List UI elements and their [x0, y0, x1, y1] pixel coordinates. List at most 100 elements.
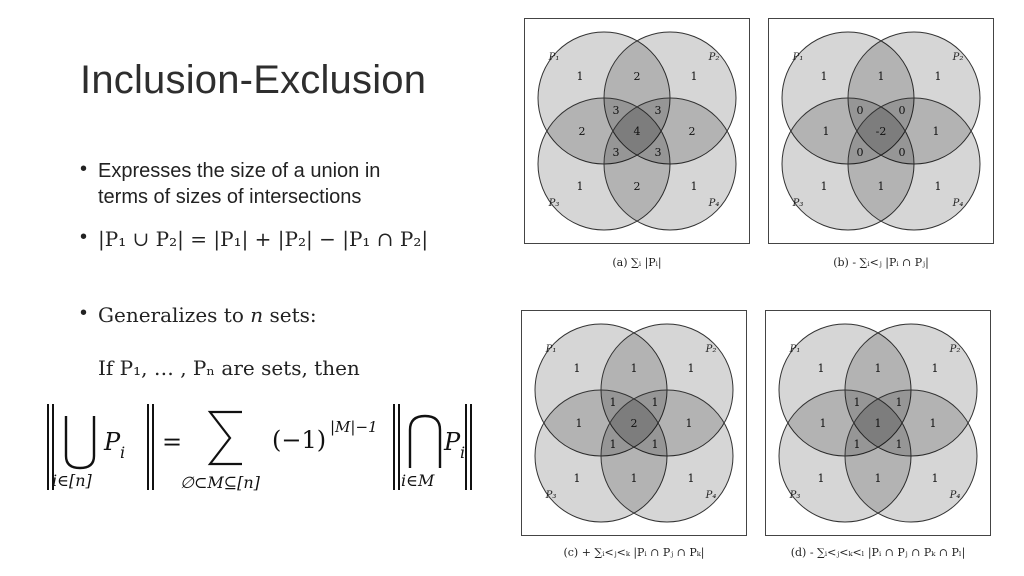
region-count: 1: [686, 417, 693, 430]
bullet-dot: •: [80, 302, 88, 324]
set-label: P₃: [789, 490, 801, 501]
intersection-subscript: i∈M: [401, 471, 435, 490]
sign-term: (−1): [272, 426, 326, 454]
region-count: 1: [691, 70, 698, 83]
region-count: 2: [634, 180, 641, 193]
generalizes-suffix: sets:: [263, 303, 317, 327]
region-count: 2: [631, 417, 638, 430]
panel-frame: [765, 310, 991, 536]
bullet-two-set-formula: • |P₁ ∪ P₂| = |P₁| + |P₂| − |P₁ ∩ P₂|: [80, 226, 428, 252]
region-count: 1: [631, 362, 638, 375]
set-label: P₁: [545, 344, 557, 355]
set-circle: [600, 389, 734, 523]
region-count: 3: [613, 104, 620, 117]
big-sum-symbol: [207, 410, 242, 466]
region-count: 2: [634, 70, 641, 83]
region-count: 1: [854, 438, 861, 451]
region-count: 1: [935, 180, 942, 193]
region-count: 1: [576, 417, 583, 430]
region-count: 1: [878, 180, 885, 193]
region-count: 1: [933, 125, 940, 138]
region-count: 1: [652, 438, 659, 451]
inclusion-exclusion-formula: i∈[n] P i = ∅⊂M⊆[n] (−1) |M|−1 i∈M P i: [47, 404, 472, 492]
caption-d: (d) - ∑ᵢ<ⱼ<ₖ<ₗ |Pᵢ ∩ Pⱼ ∩ Pₖ ∩ Pₗ|: [790, 546, 966, 559]
region-count: 1: [935, 70, 942, 83]
caption-c: (c) + ∑ᵢ<ⱼ<ₖ |Pᵢ ∩ Pⱼ ∩ Pₖ|: [563, 546, 705, 559]
panel-frame: [768, 18, 994, 244]
region-count: 0: [857, 146, 864, 159]
region-count: 1: [574, 472, 581, 485]
set-label: P₂: [949, 344, 961, 355]
equals-sign: =: [162, 428, 182, 456]
region-count: -2: [876, 125, 887, 138]
intersection-term-subscript: i: [460, 443, 465, 462]
region-count: 4: [634, 125, 641, 138]
set-label: P₂: [705, 344, 717, 355]
if-sets-line: If P₁, … , Pₙ are sets, then: [98, 356, 360, 380]
sign-exponent: |M|−1: [330, 418, 378, 436]
generalizes-prefix: Generalizes to: [98, 303, 251, 327]
union-term: P: [103, 428, 121, 456]
region-count: 1: [610, 438, 617, 451]
region-count: 1: [932, 472, 939, 485]
region-count: 1: [821, 70, 828, 83]
bullet-generalizes: • Generalizes to n sets:: [80, 302, 317, 328]
set-label: P₂: [708, 52, 720, 63]
sum-subscript: ∅⊂M⊆[n]: [180, 473, 261, 492]
bullet-line: Expresses the size of a union in: [98, 160, 381, 182]
region-count: 1: [652, 396, 659, 409]
set-label: P₂: [952, 52, 964, 63]
region-count: 1: [610, 396, 617, 409]
set-label: P₁: [548, 52, 560, 63]
two-set-formula: |P₁ ∪ P₂| = |P₁| + |P₂| − |P₁ ∩ P₂|: [98, 227, 429, 251]
region-count: 1: [820, 417, 827, 430]
region-count: 1: [823, 125, 830, 138]
region-count: 1: [878, 70, 885, 83]
set-label: P₄: [705, 490, 717, 501]
union-subscript: i∈[n]: [52, 471, 93, 490]
set-circle: [844, 389, 978, 523]
region-count: 1: [577, 70, 584, 83]
region-count: 1: [854, 396, 861, 409]
region-count: 1: [691, 180, 698, 193]
set-label: P₄: [952, 198, 964, 209]
intersection-term: P: [443, 428, 461, 456]
region-count: 1: [930, 417, 937, 430]
bullet-dot: •: [80, 226, 88, 248]
set-label: P₄: [949, 490, 961, 501]
region-count: 1: [875, 362, 882, 375]
region-count: 1: [821, 180, 828, 193]
region-count: 1: [818, 472, 825, 485]
set-label: P₃: [545, 490, 557, 501]
region-count: 1: [574, 362, 581, 375]
region-count: 2: [579, 125, 586, 138]
region-count: 1: [818, 362, 825, 375]
union-term-subscript: i: [120, 443, 125, 462]
region-count: 1: [688, 362, 695, 375]
set-label: P₄: [708, 198, 720, 209]
caption-b: (b) - ∑ᵢ<ⱼ |Pᵢ ∩ Pⱼ|: [833, 256, 929, 269]
region-count: 0: [899, 104, 906, 117]
region-count: 1: [875, 472, 882, 485]
region-count: 2: [689, 125, 696, 138]
set-label: P₁: [792, 52, 804, 63]
region-count: 1: [932, 362, 939, 375]
caption-a: (a) ∑ᵢ |Pᵢ|: [612, 256, 662, 269]
region-count: 0: [899, 146, 906, 159]
region-count: 1: [875, 417, 882, 430]
big-union-symbol: [64, 416, 96, 470]
region-count: 3: [655, 104, 662, 117]
region-count: 3: [613, 146, 620, 159]
slide-title: Inclusion-Exclusion: [80, 58, 427, 102]
region-count: 1: [688, 472, 695, 485]
set-label: P₁: [789, 344, 801, 355]
bullet-dot: •: [80, 158, 88, 180]
